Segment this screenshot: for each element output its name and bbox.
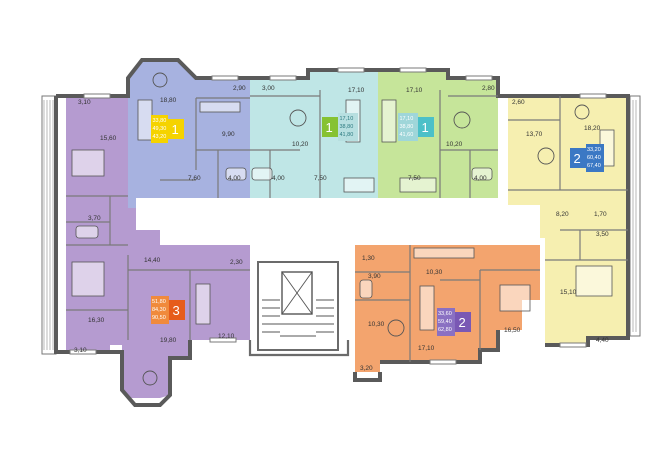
- badge-5-rooms: 2: [459, 315, 466, 330]
- room-label: 4,00: [228, 175, 241, 182]
- badge-4-area-total: 33,20: [587, 147, 601, 153]
- apartment-blue-fill[interactable]: [128, 60, 250, 208]
- room-label: 13,70: [526, 131, 543, 138]
- room-label: 3,00: [262, 85, 275, 92]
- room-label: 1,30: [362, 255, 375, 262]
- badge-3-area-living: 38,80: [400, 124, 414, 130]
- room-label: 3,10: [78, 99, 91, 106]
- room-label: 15,10: [560, 289, 577, 296]
- room-label: 8,20: [556, 211, 569, 218]
- room-label: 17,10: [348, 87, 365, 94]
- windows: [69, 67, 607, 365]
- apartment-badge-3[interactable]: 17,10 38,80 41,60 1: [398, 113, 434, 141]
- badge-1-area-3: 43,20: [153, 134, 167, 140]
- room-label: 4,00: [474, 175, 487, 182]
- room-label: 3,50: [596, 231, 609, 238]
- badge-3-area-3: 41,60: [400, 132, 414, 138]
- badge-3-rooms: 1: [422, 120, 429, 135]
- room-label: 10,20: [292, 141, 309, 148]
- room-label: 10,30: [368, 321, 385, 328]
- apartment-badge-1[interactable]: 33,80 49,30 43,20 1: [151, 115, 184, 143]
- badge-4-area-3: 67,40: [587, 163, 601, 169]
- room-label: 17,10: [418, 345, 435, 352]
- room-label: 18,80: [160, 97, 177, 104]
- room-label: 16,50: [504, 327, 521, 334]
- apartment-badge-2[interactable]: 1 17,10 38,80 41,80: [322, 113, 358, 141]
- room-label: 18,20: [584, 125, 601, 132]
- room-label: 7,50: [314, 175, 327, 182]
- room-label: 2,60: [512, 99, 525, 106]
- furniture: [71, 72, 615, 386]
- apartment-badge-4[interactable]: 2 33,20 60,40 67,40: [570, 144, 604, 172]
- room-label: 2,30: [230, 259, 243, 266]
- room-label: 12,10: [218, 333, 235, 340]
- room-label: 14,40: [144, 257, 161, 264]
- room-label: 2,90: [233, 85, 246, 92]
- badge-2-area-3: 41,80: [340, 132, 354, 138]
- badge-2-rooms: 1: [326, 120, 333, 135]
- room-labels: 3,10 15,60 18,80 2,90 9,90 7,60 4,00 3,0…: [74, 85, 609, 372]
- stairwell: [257, 261, 339, 351]
- room-label: 3,90: [368, 273, 381, 280]
- badge-1-rooms: 1: [172, 122, 179, 137]
- balcony-left-hatch: [43, 100, 54, 350]
- balcony-right: [629, 95, 641, 337]
- room-label: 3,20: [360, 365, 373, 372]
- badge-1-area-total: 33,80: [153, 118, 167, 124]
- apartment-badge-6[interactable]: 51,80 84,30 90,50 3: [151, 296, 185, 324]
- balcony-right-hatch: [632, 100, 637, 332]
- badge-4-rooms: 2: [574, 151, 581, 166]
- badge-6-area-living: 84,30: [152, 307, 166, 313]
- room-label: 7,60: [188, 175, 201, 182]
- badge-6-rooms: 3: [173, 303, 180, 318]
- badge-6-area-total: 51,80: [152, 299, 166, 305]
- badge-6-area-3: 90,50: [152, 315, 166, 321]
- apartment-green-fill[interactable]: [378, 70, 498, 198]
- badge-5-area-living: 59,40: [438, 319, 452, 325]
- partitions: [66, 90, 628, 362]
- badge-3-area-total: 17,10: [400, 116, 414, 122]
- badge-2-area-total: 17,10: [340, 116, 354, 122]
- badge-4-area-living: 60,40: [587, 155, 601, 161]
- badge-5-area-3: 62,80: [438, 327, 452, 333]
- apartment-badge-5[interactable]: 33,60 59,40 62,80 2: [437, 308, 471, 336]
- room-label: 4,00: [272, 175, 285, 182]
- badge-5-area-total: 33,60: [438, 311, 452, 317]
- room-label: 19,80: [160, 337, 177, 344]
- room-label: 16,30: [88, 317, 105, 324]
- badge-1-area-living: 49,30: [153, 126, 167, 132]
- room-label: 15,60: [100, 135, 117, 142]
- room-label: 3,70: [88, 215, 101, 222]
- room-label: 3,10: [74, 347, 87, 354]
- room-label: 2,80: [482, 85, 495, 92]
- room-label: 4,40: [596, 337, 609, 344]
- badge-2-area-living: 38,80: [340, 124, 354, 130]
- room-label: 10,20: [446, 141, 463, 148]
- room-label: 17,10: [406, 87, 423, 94]
- room-label: 1,70: [594, 211, 607, 218]
- room-label: 7,50: [408, 175, 421, 182]
- room-label: 9,90: [222, 131, 235, 138]
- room-label: 10,30: [426, 269, 443, 276]
